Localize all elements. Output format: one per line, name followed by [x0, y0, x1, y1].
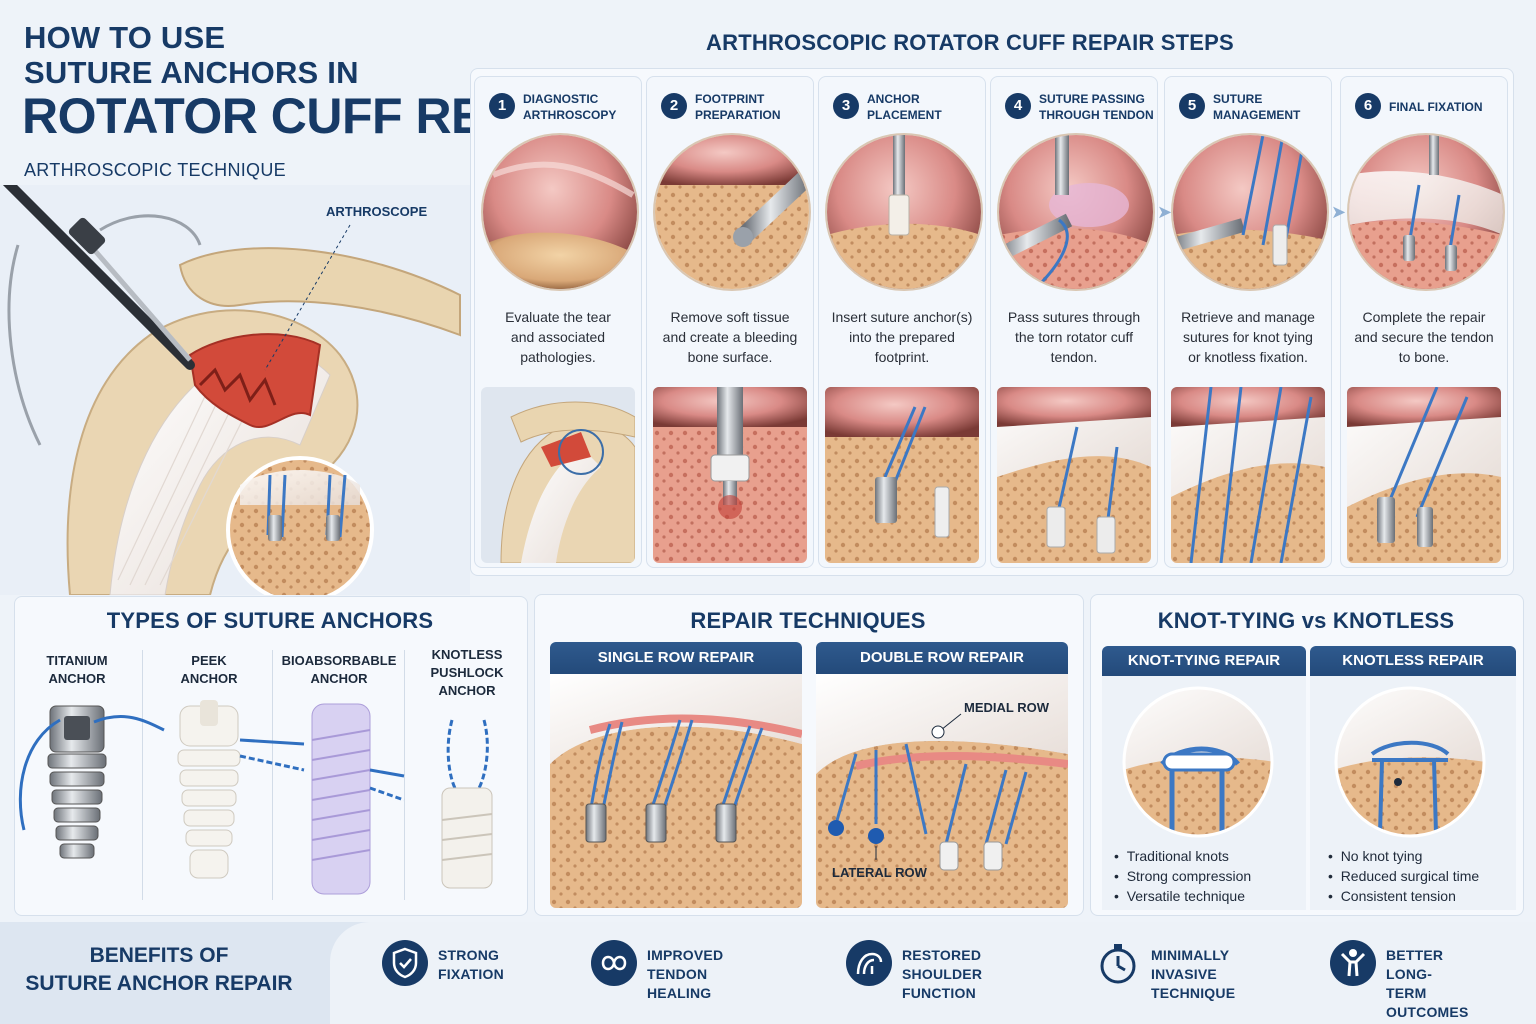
step-number: 3 [833, 93, 859, 119]
page-subtitle: ARTHROSCOPIC TECHNIQUE [24, 160, 286, 180]
shoulder-illustration [0, 170, 470, 604]
step-title: FINAL FIXATION [1389, 100, 1483, 114]
steps-section-title: ARTHROSCOPIC ROTATOR CUFF REPAIR STEPS [706, 30, 1234, 55]
step-number: 5 [1179, 93, 1205, 119]
step-arthroscopic-view [481, 133, 639, 291]
list-item: • Consistent tension [1328, 888, 1456, 904]
techniques-section-title: REPAIR TECHNIQUES [690, 608, 926, 633]
knot-section-title: KNOT-TYING vs KNOTLESS [1157, 608, 1455, 633]
divider [404, 650, 405, 900]
list-item: • Traditional knots [1114, 848, 1229, 864]
step-arthroscopic-view [825, 133, 983, 291]
title-line-1: HOW TO USE [24, 20, 226, 55]
step-arthroscopic-view [1171, 133, 1329, 291]
shoulder-icon [846, 940, 892, 986]
step-arthroscopic-view [1347, 133, 1505, 291]
lateral-row-label: LATERAL ROW [832, 865, 927, 880]
single-row-header: SINGLE ROW REPAIR [550, 642, 802, 674]
list-item: • Versatile technique [1114, 888, 1245, 904]
divider [142, 650, 143, 900]
anchor-illustrations [14, 700, 526, 900]
step-number: 1 [489, 93, 515, 119]
step-arthroscopic-view [653, 133, 811, 291]
knot-tying-illustration [1112, 684, 1288, 845]
knotless-illustration [1322, 684, 1498, 845]
knot-tying-header: KNOT-TYING REPAIR [1102, 646, 1306, 676]
double-row-illustration [816, 674, 1068, 908]
stopwatch-icon [1095, 940, 1141, 986]
step-arthroscopic-view [997, 133, 1155, 291]
step-description: Insert suture anchor(s)into the prepared… [831, 309, 973, 365]
double-row-header: DOUBLE ROW REPAIR [816, 642, 1068, 674]
healing-loop-icon [591, 940, 637, 986]
step-number: 2 [661, 93, 687, 119]
arrow-right-icon: ➤ [1331, 202, 1347, 222]
arthroscope-label: ARTHROSCOPE [326, 204, 428, 219]
step-detail-image [1347, 387, 1501, 563]
step-detail-image [481, 387, 635, 563]
step-detail-image [653, 387, 807, 563]
title-line-2: SUTURE ANCHORS IN [24, 55, 359, 90]
step-number: 6 [1355, 93, 1381, 119]
list-item: • No knot tying [1328, 848, 1423, 864]
step-detail-image [1171, 387, 1325, 563]
anchors-section-title: TYPES OF SUTURE ANCHORS [106, 608, 434, 633]
knot-tying-bullets: • Traditional knots • Strong compression… [1114, 846, 1251, 906]
shield-check-icon [382, 940, 428, 986]
knotless-header: KNOTLESS REPAIR [1310, 646, 1516, 676]
list-item: • Strong compression [1114, 868, 1252, 884]
single-row-illustration [550, 674, 802, 908]
step-detail-image [825, 387, 979, 563]
divider [272, 650, 273, 900]
medial-row-label: MEDIAL ROW [964, 700, 1049, 715]
person-raised-arms-icon [1330, 940, 1376, 986]
knotless-bullets: • No knot tying • Reduced surgical time … [1328, 846, 1479, 906]
step-detail-image [997, 387, 1151, 563]
step-number: 4 [1005, 93, 1031, 119]
arrow-right-icon: ➤ [1157, 202, 1173, 222]
list-item: • Reduced surgical time [1328, 868, 1480, 884]
